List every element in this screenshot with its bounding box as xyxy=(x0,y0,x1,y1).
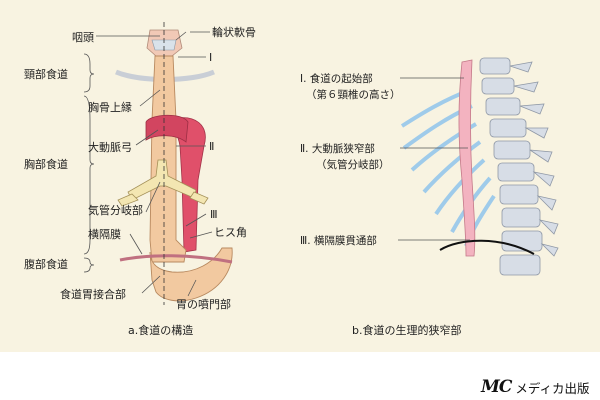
stomach-shape xyxy=(149,247,233,302)
caption-structure: a.食道の構造 xyxy=(128,323,193,337)
label-diaphragm: 横隔膜 xyxy=(88,227,121,241)
label-sternal-margin: 胸骨上縁 xyxy=(88,100,132,114)
logo-mark: MC xyxy=(481,377,512,397)
label-cervical-esophagus: 頸部食道 xyxy=(24,67,68,81)
bronchi-shape xyxy=(117,191,209,207)
label-thoracic-esophagus: 胸部食道 xyxy=(24,157,68,171)
aortic-arch-shape xyxy=(145,114,189,143)
label-abdominal-esophagus: 腹部食道 xyxy=(24,257,68,271)
label-aortic-arch: 大動脈弓 xyxy=(88,140,132,154)
label-narrowing-1: Ⅰ. 食道の起始部 xyxy=(300,72,373,85)
esophagus-profile-shape xyxy=(458,59,476,257)
label-ge-junction: 食道胃接合部 xyxy=(60,287,126,301)
vertebrae-shape xyxy=(479,57,559,276)
label-his-angle: ヒス角 xyxy=(214,226,247,239)
diaphragm-curve xyxy=(439,239,535,255)
diaphragm-line xyxy=(119,254,233,264)
label-pharynx: 咽頭 xyxy=(72,31,94,44)
left-leader-lines xyxy=(83,31,213,297)
trachea-bifurcation-shape xyxy=(127,159,197,201)
spine-figure xyxy=(400,57,559,276)
ribs-shape xyxy=(400,88,496,247)
label-roman-3: Ⅲ xyxy=(210,208,218,221)
label-narrowing-2: Ⅱ. 大動脈狭窄部 xyxy=(300,142,375,155)
label-narrowing-2-sub: （気管分岐部） xyxy=(316,158,390,171)
label-roman-1: Ⅰ xyxy=(209,51,212,64)
right-leader-lines xyxy=(398,77,470,241)
label-cricoid-cartilage: 輪状軟骨 xyxy=(212,25,256,39)
cricoid-cartilage-shape xyxy=(151,39,177,51)
publisher-logo: MC メディカ出版 xyxy=(481,376,590,398)
label-narrowing-3: Ⅲ. 横隔膜貫通部 xyxy=(300,234,377,247)
logo-text: メディカ出版 xyxy=(515,380,590,396)
label-cardia: 胃の噴門部 xyxy=(176,297,231,311)
label-narrowing-1-sub: （第６頸椎の高さ） xyxy=(306,88,401,101)
caption-narrowings: b.食道の生理的狭窄部 xyxy=(352,323,461,337)
esophagus-structure-figure xyxy=(115,22,233,305)
label-tracheal-bifurcation: 気管分岐部 xyxy=(88,203,143,217)
label-roman-2: Ⅱ xyxy=(209,140,214,153)
